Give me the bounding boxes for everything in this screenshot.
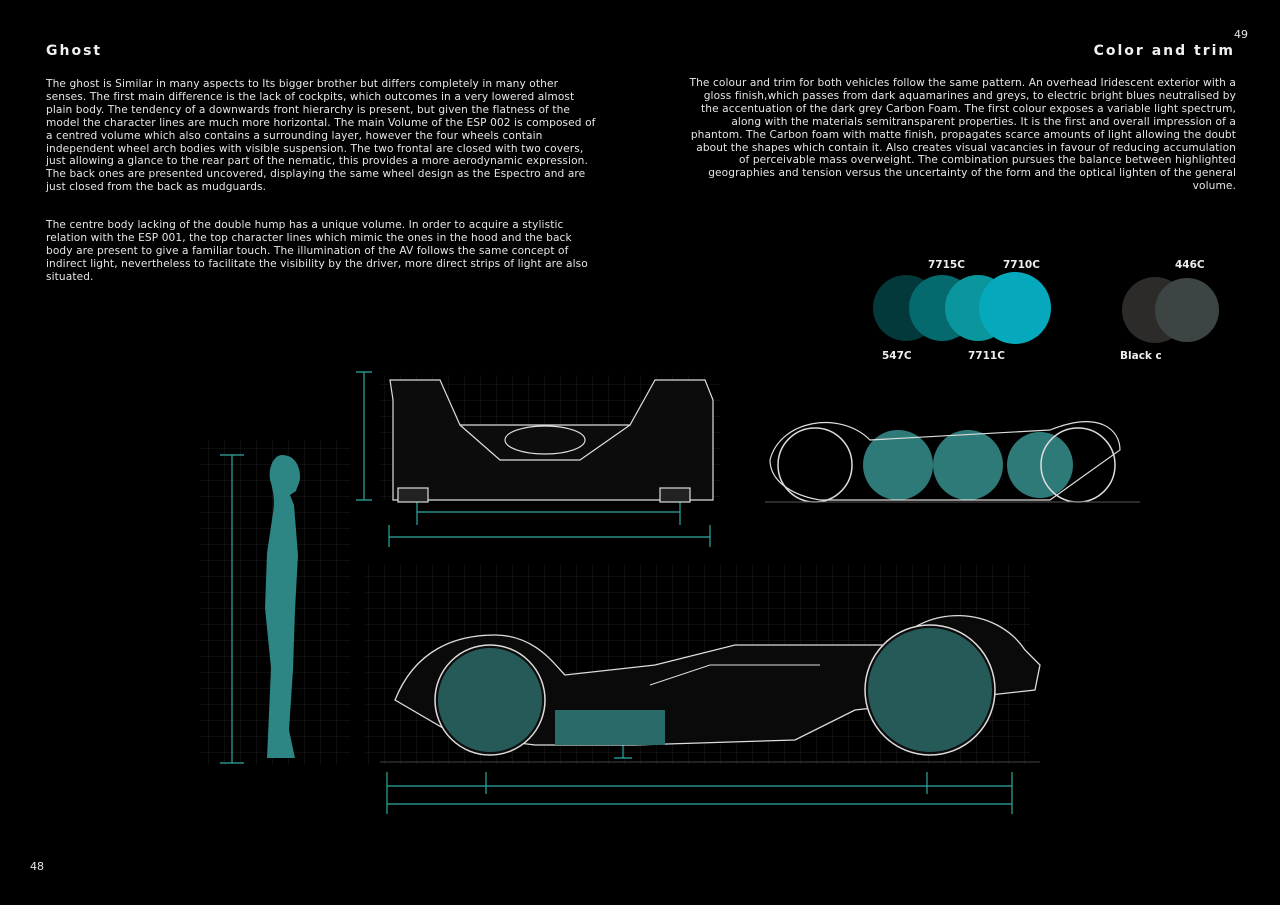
top-view-drawing (765, 421, 1140, 503)
page-number-left: 48 (30, 860, 44, 873)
swatch-label-547c: 547C (882, 350, 912, 362)
swatch-label-446c: 446C (1175, 259, 1205, 271)
left-title: Ghost (46, 43, 103, 59)
color-swatches (873, 272, 1219, 344)
side-view-drawing (380, 614, 1041, 763)
swatch-label-7711c: 7711C (968, 350, 1005, 362)
swatch-label-black-c: Black c (1120, 350, 1162, 362)
left-paragraph-2: The centre body lacking of the double hu… (46, 219, 588, 283)
right-paragraph: The colour and trim for both vehicles fo… (689, 77, 1236, 193)
human-silhouette (265, 455, 300, 758)
dimension-lines (220, 371, 1013, 814)
swatch-label-7715c: 7715C (928, 259, 965, 271)
swatch-label-7710c: 7710C (1003, 259, 1040, 271)
right-title: Color and trim (1093, 43, 1235, 59)
swatch-446c (1155, 278, 1219, 342)
left-paragraph-1: The ghost is Similar in many aspects to … (46, 78, 596, 194)
page-number-right: 49 (1234, 28, 1248, 41)
front-view-drawing (389, 379, 714, 503)
swatch-7710c (979, 272, 1051, 344)
